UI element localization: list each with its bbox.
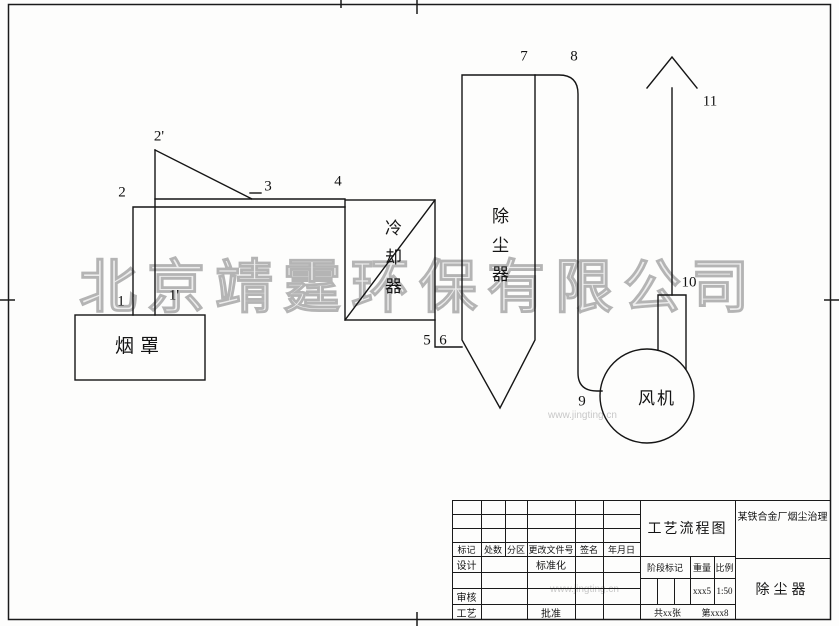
rev-header-count: 处数 [483,544,502,555]
rev-header-zone: 分区 [506,544,525,555]
point-label-1p: 1' [168,287,180,304]
part-title: 除尘器 [755,583,810,598]
drawing-frame [7,3,832,621]
approve-label: 批准 [541,608,561,620]
cooler-diagonal [344,199,436,321]
point-label-9: 9 [578,393,586,410]
point-label-1: 1 [117,293,125,310]
fan-label: 风机 [638,388,676,408]
duct-hood-to-cooler-bottom [132,206,346,316]
cooler-label: 冷却器 [382,219,401,306]
project-title: 某铁合金厂烟尘治理 [737,511,828,523]
stack-arrow [646,55,698,89]
dust-collector-label: 除尘器 [489,207,508,294]
url-watermark: www.jingting.cn [550,584,619,595]
design-label: 设计 [456,560,477,572]
point-label-10: 10 [681,274,697,291]
drawing-title: 工艺流程图 [647,522,728,537]
fan-outlet [657,294,687,370]
process-label: 工艺 [456,608,477,620]
duct-expansion-triangle [154,149,253,200]
weight-label: 重量 [692,562,711,573]
point-label-2: 2 [118,184,126,201]
scale-label: 比例 [715,562,734,573]
rev-header-mark: 标记 [457,544,476,555]
duct-cooler-to-collector [434,319,463,348]
company-watermark: 北京靖霆环保有限公司 [78,255,759,321]
point-label-2p: 2' [153,128,165,145]
pipe-collector-to-fan [534,74,603,392]
rev-header-docno: 更改文件号 [528,544,574,555]
hood-outline [74,314,206,381]
point-label-11: 11 [702,93,718,110]
fan-outline [599,348,695,444]
dust-collector-outline [461,74,536,410]
url-watermark: www.jingting.cn [548,410,617,421]
point-label-8: 8 [570,48,578,65]
sheet-number: 第xxx8 [701,607,729,618]
hood-label: 烟罩 [114,335,165,357]
point-label-5: 5 [423,332,431,349]
title-block-outline [452,500,831,620]
standardization-label: 标准化 [536,560,566,572]
weight-value: xxx5 [693,586,711,596]
stage-mark-label: 阶段标记 [646,562,683,573]
rev-header-date: 年月日 [607,544,635,555]
scale-value: 1:50 [716,586,733,596]
sheet-total: 共xx张 [653,607,681,618]
cooler-outline [344,199,436,321]
point-label-6: 6 [439,332,447,349]
point-label-3: 3 [264,178,272,195]
rev-header-sign: 签名 [579,544,598,555]
point-label-4: 4 [334,173,342,190]
review-label: 审核 [456,592,477,604]
point-label-7: 7 [520,48,528,65]
